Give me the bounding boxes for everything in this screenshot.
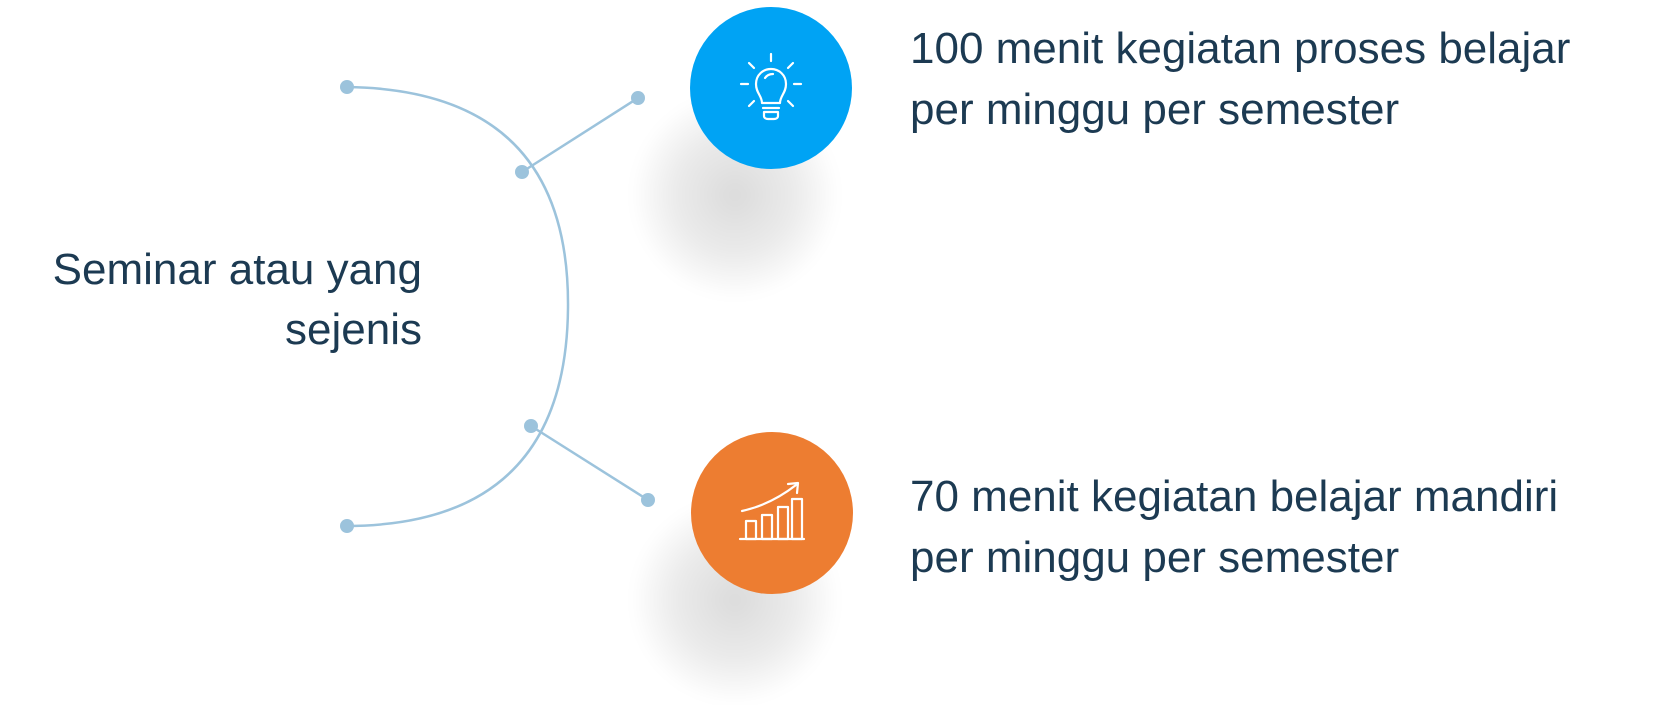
branch-end-node-top (631, 91, 645, 105)
bottom-circle (691, 432, 853, 594)
diagram: Seminar atau yang sejenis 100 menit kegi… (10, 7, 1570, 705)
top-circle (690, 7, 852, 169)
center-label: Seminar atau yang sejenis (10, 240, 422, 360)
arc-end-node (340, 519, 354, 533)
bottom-item-line-2: per minggu per semester (910, 533, 1400, 582)
main-arc (346, 85, 570, 528)
branch-end-node-bottom (641, 493, 655, 507)
branch-node-top (515, 165, 529, 179)
center-label-line-2: sejenis (285, 305, 422, 354)
growth-chart-icon (738, 481, 806, 541)
bottom-item-line-1: 70 menit kegiatan belajar mandiri (910, 472, 1559, 521)
branch-line-top (521, 96, 639, 174)
branch-node-bottom (524, 419, 538, 433)
connector-lines (340, 80, 655, 533)
branch-line-bottom (530, 424, 649, 502)
arc-start-node (340, 80, 354, 94)
top-item-line-1: 100 menit kegiatan proses belajar (910, 24, 1571, 73)
bottom-item-text: 70 menit kegiatan belajar mandiri per mi… (910, 466, 1558, 588)
top-item-text: 100 menit kegiatan proses belajar per mi… (910, 18, 1570, 140)
lightbulb-icon (739, 52, 803, 121)
center-label-line-1: Seminar atau yang (52, 245, 422, 294)
top-item-line-2: per minggu per semester (910, 85, 1400, 134)
